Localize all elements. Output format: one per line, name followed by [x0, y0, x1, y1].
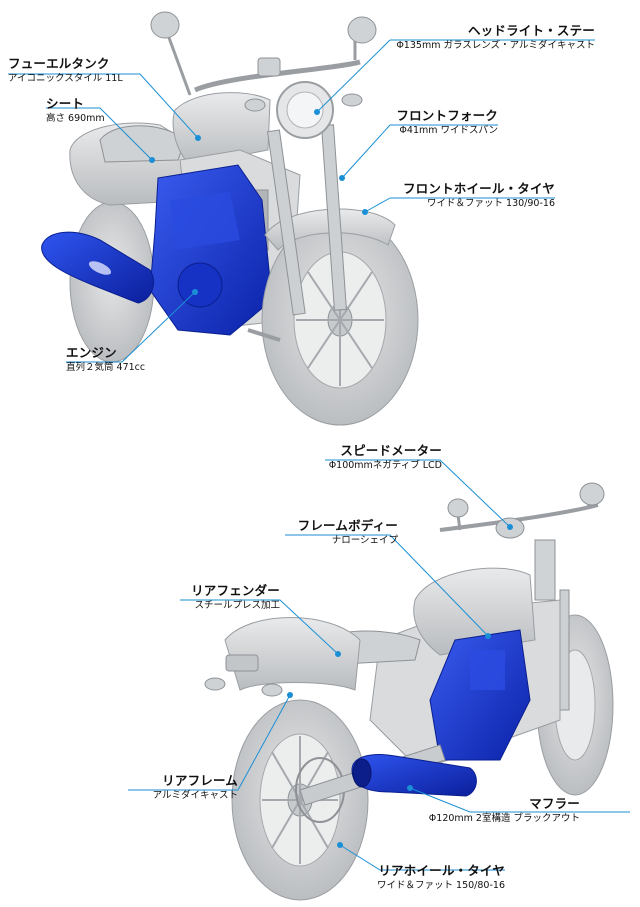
callout-seat: シート 高さ 690mm [46, 96, 105, 125]
front-view-bike [41, 11, 419, 426]
callout-fuel-tank: フューエルタンク アイコニックスタイル 11L [8, 56, 123, 85]
callout-subtitle: Φ100mmネガティブ LCD [328, 460, 442, 472]
callout-speedometer: スピードメーター Φ100mmネガティブ LCD [328, 443, 442, 472]
callout-title: エンジン [66, 345, 117, 360]
leader-lines [8, 39, 630, 871]
callout-subtitle: Φ41mm ワイドスパン [399, 125, 498, 137]
callout-subtitle: Φ135mm ガラスレンズ・アルミダイキャスト [396, 40, 595, 52]
callout-rear-frame: リアフレーム アルミダイキャスト [152, 773, 238, 802]
callout-subtitle: スチールプレス加工 [194, 600, 280, 612]
muffler-shape [351, 754, 477, 797]
callout-title: フューエルタンク [8, 56, 110, 71]
callout-title: フレームボディー [297, 518, 398, 533]
callout-title: リアフレーム [162, 773, 238, 788]
callout-rear-fender: リアフェンダー スチールプレス加工 [191, 583, 280, 612]
callout-title: リアホイール・タイヤ [378, 863, 505, 878]
seat-shape [99, 125, 186, 163]
callout-title: シート [46, 96, 85, 111]
callout-subtitle: ワイド＆ファット 150/80-16 [377, 880, 505, 892]
callout-front-fork: フロントフォーク Φ41mm ワイドスパン [396, 108, 498, 137]
callout-frame-body: フレームボディー ナローシェイプ [297, 518, 398, 547]
rear-view-bike [204, 482, 614, 901]
callout-subtitle: アイコニックスタイル 11L [8, 73, 123, 85]
callout-front-wheel: フロントホイール・タイヤ ワイド＆ファット 130/90-16 [402, 181, 555, 210]
callout-subtitle: 直列２気筒 471cc [66, 362, 146, 374]
callout-subtitle: 高さ 690mm [46, 113, 105, 125]
callout-subtitle: ワイド＆ファット 130/90-16 [427, 198, 555, 210]
callout-subtitle: アルミダイキャスト [152, 790, 238, 802]
callout-title: マフラー [529, 796, 580, 811]
callout-subtitle: Φ120mm 2室構造 ブラックアウト [428, 813, 580, 825]
fuel-tank-shape [172, 92, 271, 166]
callout-title: フロントフォーク [396, 108, 498, 123]
callout-subtitle: ナローシェイプ [331, 535, 398, 547]
callout-title: スピードメーター [340, 443, 442, 458]
callout-engine: エンジン 直列２気筒 471cc [66, 345, 146, 374]
rear-fender-shape [224, 617, 361, 691]
callout-muffler: マフラー Φ120mm 2室構造 ブラックアウト [428, 796, 580, 825]
callout-rear-wheel: リアホイール・タイヤ ワイド＆ファット 150/80-16 [377, 863, 505, 892]
leader-dots [149, 109, 513, 848]
engine-shape [149, 164, 273, 336]
callout-title: フロントホイール・タイヤ [402, 181, 555, 196]
callout-headlight-stay: ヘッドライト・ステー Φ135mm ガラスレンズ・アルミダイキャスト [396, 23, 595, 52]
callout-title: リアフェンダー [191, 583, 280, 598]
callout-title: ヘッドライト・ステー [467, 23, 595, 38]
